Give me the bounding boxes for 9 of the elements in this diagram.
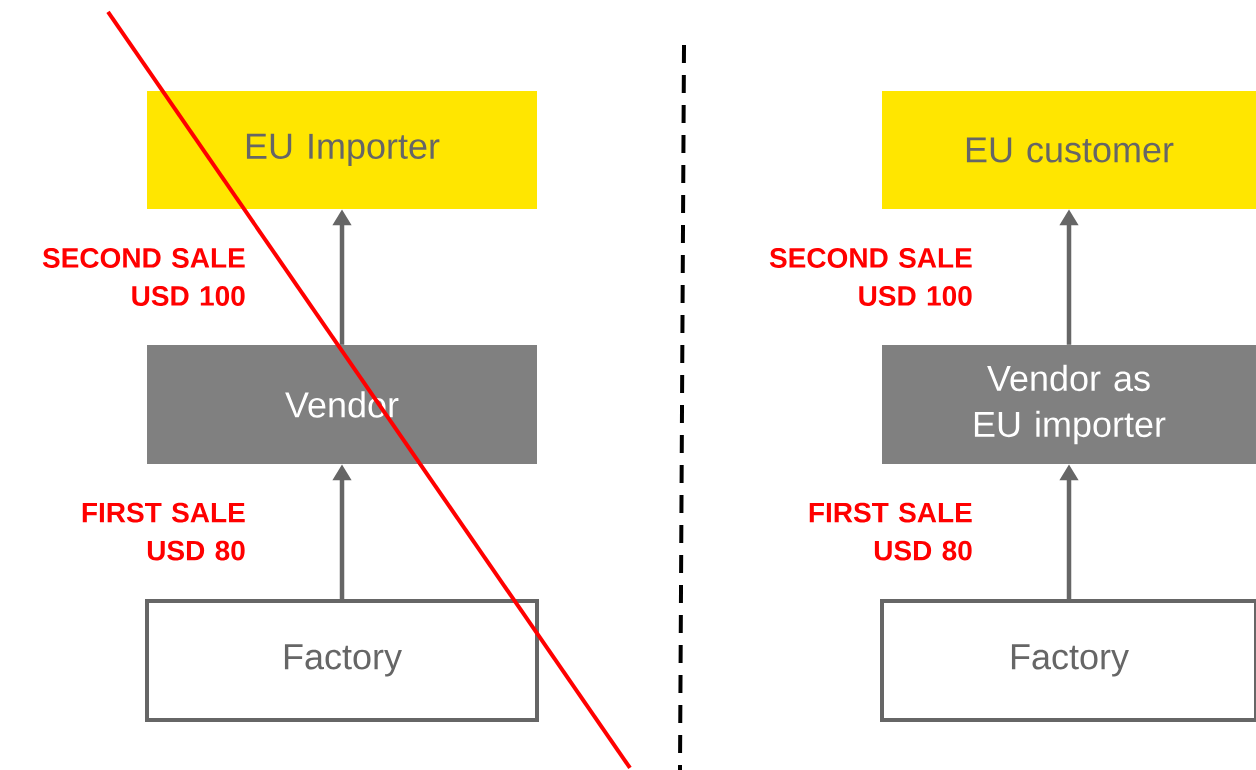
process-box: Factory xyxy=(145,599,539,722)
edge-label: SECOND SALE USD 100 xyxy=(769,248,972,306)
edge-label: FIRST SALE USD 80 xyxy=(82,502,245,561)
edge-label: FIRST SALE USD 80 xyxy=(809,502,972,561)
process-box: Vendor as EU importer xyxy=(882,345,1256,464)
edge-label: SECOND SALE USD 100 xyxy=(42,248,245,306)
process-box: EU customer xyxy=(882,91,1256,209)
process-box: Factory xyxy=(880,599,1256,722)
process-box: EU Importer xyxy=(147,91,537,209)
